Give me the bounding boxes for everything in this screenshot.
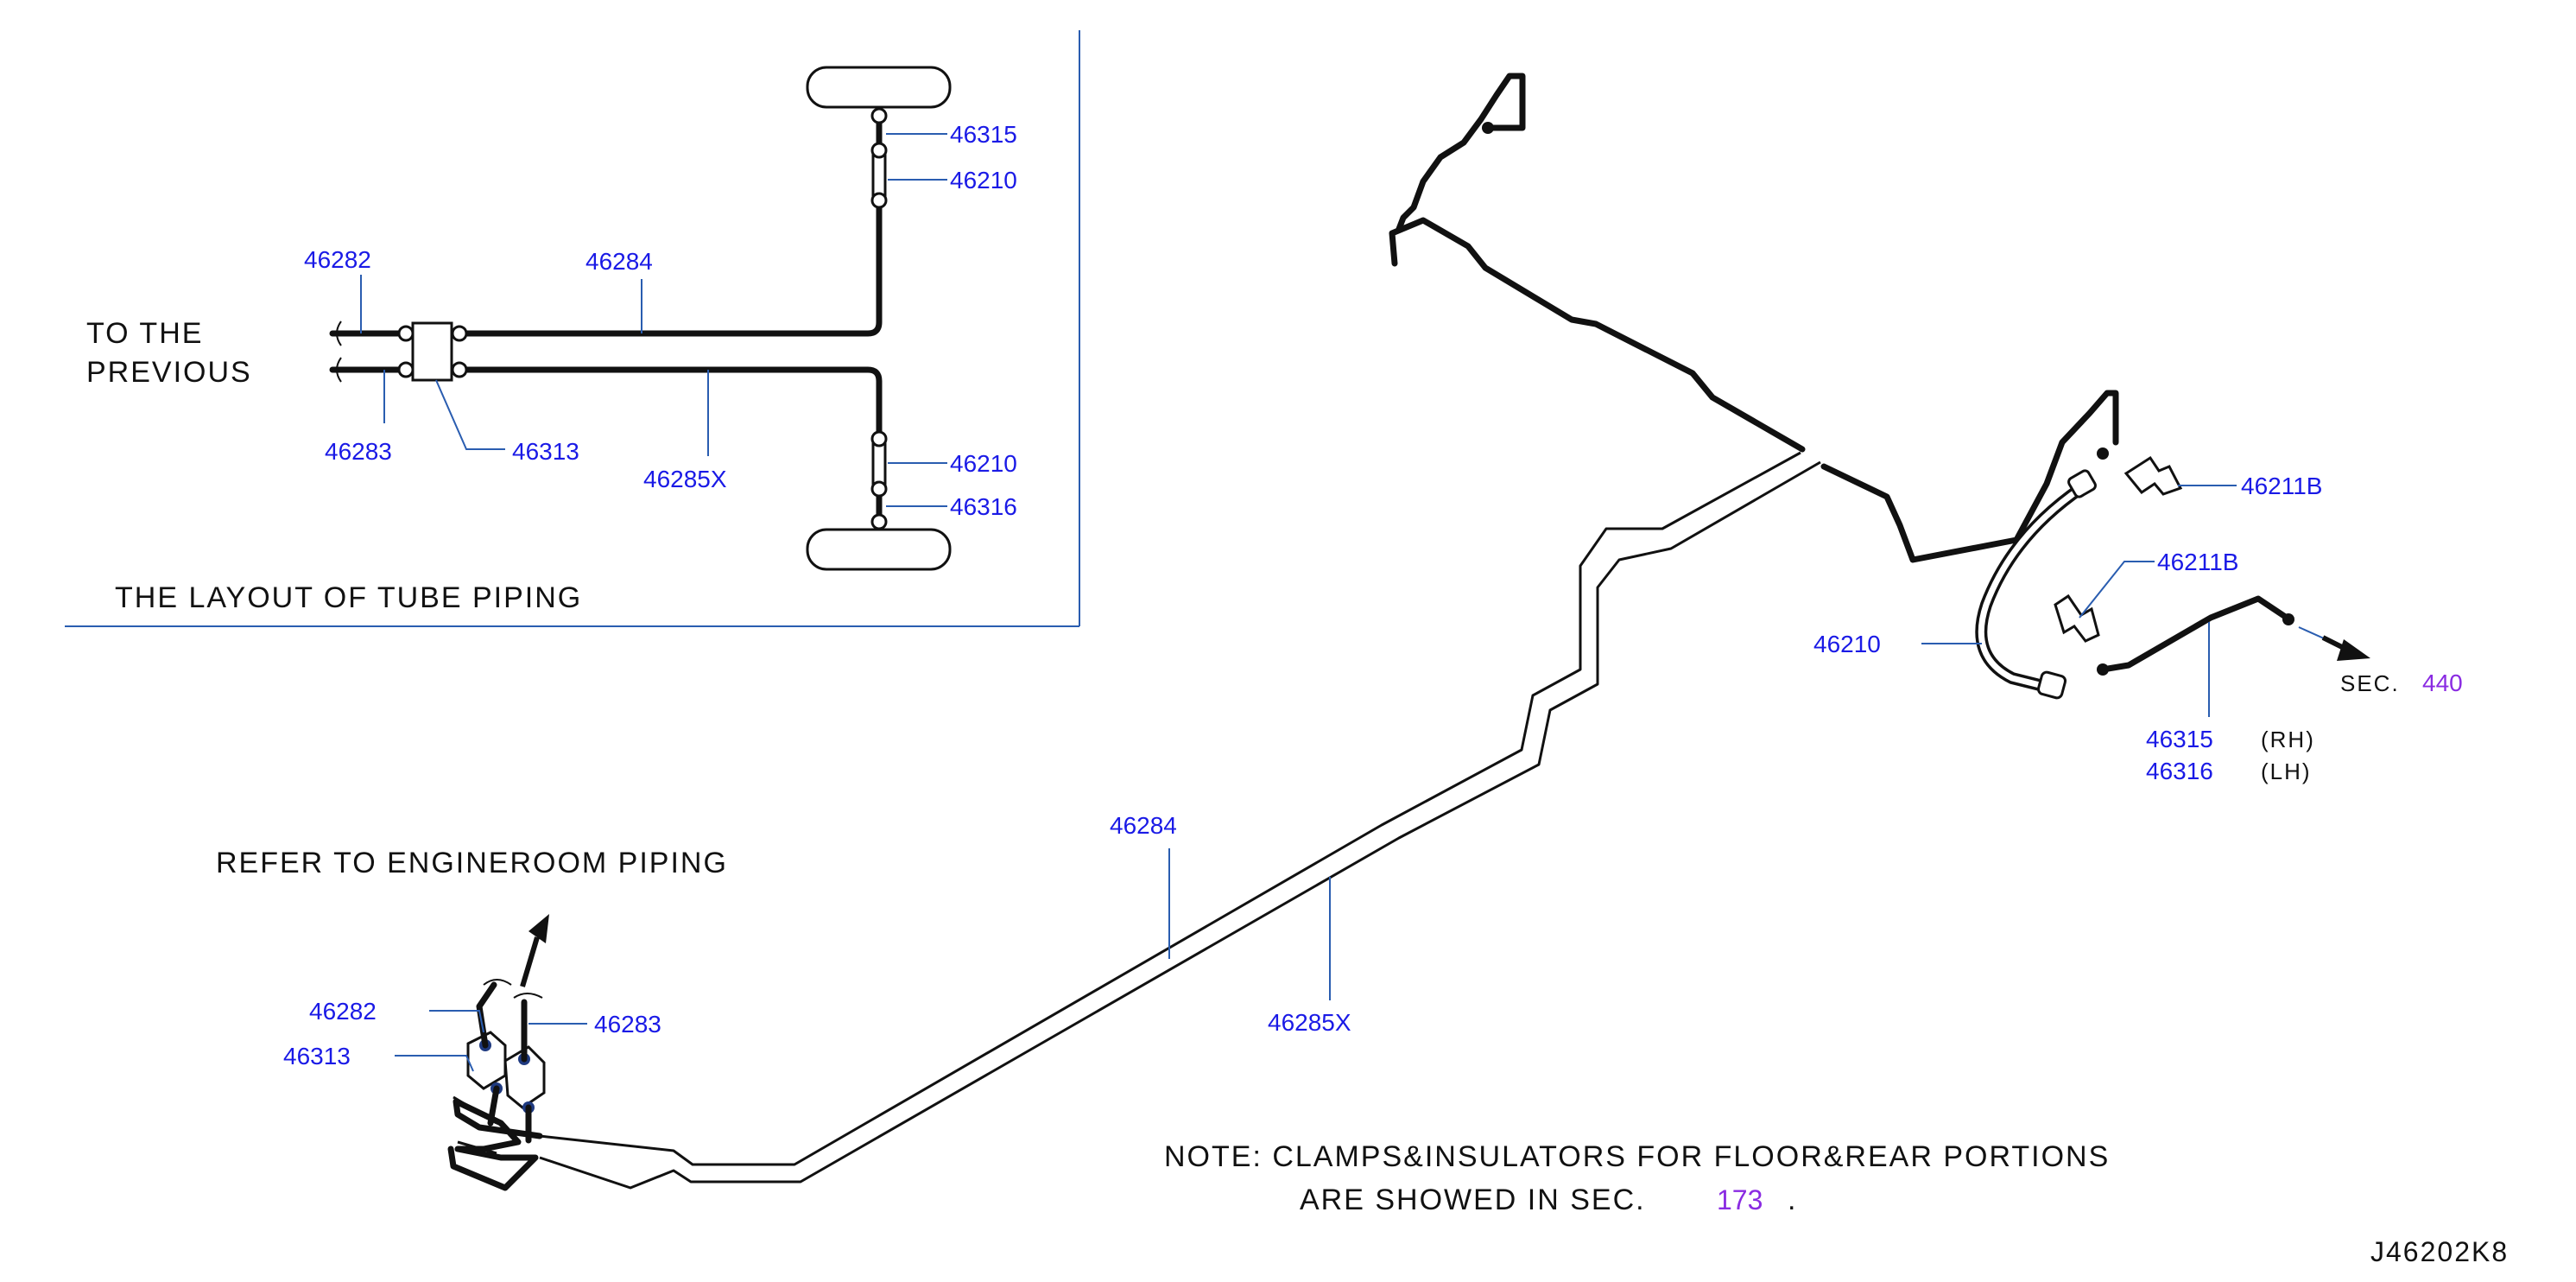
main-diagram: REFER TO ENGINEROOM PIPING 46282 46313 4… xyxy=(216,73,2509,1267)
inset-label-46210-top: 46210 xyxy=(950,167,1017,194)
inset-label-46315: 46315 xyxy=(950,121,1017,148)
label-46211b-top: 46211B xyxy=(2241,473,2322,499)
label-46282: 46282 xyxy=(309,998,377,1025)
inset-pipe-46284 xyxy=(456,112,883,337)
inset-label-46283: 46283 xyxy=(325,438,392,465)
drawing-id: J46202K8 xyxy=(2370,1236,2509,1267)
note-line1: NOTE: CLAMPS&INSULATORS FOR FLOOR&REAR P… xyxy=(1164,1140,2110,1173)
inset-pipe-46285x xyxy=(456,366,883,525)
inset-label-46316: 46316 xyxy=(950,493,1017,520)
inset-fitting xyxy=(451,325,468,342)
inset-label-46284: 46284 xyxy=(585,248,653,275)
inset-to-previous-line1: TO THE xyxy=(86,317,203,350)
note-line2: ARE SHOWED IN SEC. xyxy=(1300,1184,1646,1216)
inset-panel: TO THE PREVIOUS 46282 46283 46313 46284 … xyxy=(65,30,1080,627)
engine-room-arrow xyxy=(520,936,540,987)
inset-fitting xyxy=(870,513,888,530)
inset-fitting xyxy=(870,142,888,159)
pipe-right-upper xyxy=(1820,390,2119,563)
inset-wheel-bottom xyxy=(806,528,952,571)
inset-fitting xyxy=(870,192,888,209)
inset-pipe-break xyxy=(336,320,342,383)
tube-46315-46316 xyxy=(2099,595,2290,673)
label-46285x: 46285X xyxy=(1268,1009,1351,1036)
pipe-end-fitting xyxy=(2097,663,2109,676)
hose-46210 xyxy=(1978,485,2085,690)
sec-173-link[interactable]: 173 xyxy=(1717,1184,1763,1215)
pipe-end-fitting xyxy=(2282,613,2294,625)
label-rh: (RH) xyxy=(2261,727,2315,752)
arrow-head-icon xyxy=(2337,639,2370,661)
pipe-lower-link xyxy=(487,1085,532,1144)
sec-prefix: SEC. xyxy=(2340,670,2400,696)
sec-440-link[interactable]: 440 xyxy=(2422,670,2463,696)
pipe-upper-run xyxy=(1389,217,1806,453)
inset-leader xyxy=(435,379,505,450)
inset-fitting xyxy=(870,480,888,498)
inset-label-46282: 46282 xyxy=(304,246,371,273)
inset-hose-46210-top xyxy=(871,152,887,200)
hose-end-fitting xyxy=(2067,469,2097,498)
leader xyxy=(429,1010,484,1033)
inset-label-46313: 46313 xyxy=(512,438,579,465)
inset-label-46285x: 46285X xyxy=(643,466,727,492)
pipe-end-fitting xyxy=(2097,447,2109,460)
inset-fitting xyxy=(870,430,888,447)
label-46211b-mid: 46211B xyxy=(2157,549,2238,575)
leader xyxy=(395,1055,474,1072)
note-period: . xyxy=(1788,1184,1797,1216)
inset-fitting xyxy=(451,361,468,378)
inset-title: THE LAYOUT OF TUBE PIPING xyxy=(115,581,582,614)
label-46210: 46210 xyxy=(1813,631,1881,657)
pipe-upper-run xyxy=(1396,73,1526,232)
arrow-head-icon xyxy=(528,914,549,943)
refer-engineroom-note: REFER TO ENGINEROOM PIPING xyxy=(216,847,728,879)
inset-label-46210-bottom: 46210 xyxy=(950,450,1017,477)
pipe-46284 xyxy=(539,451,1801,1166)
clip-46211b-top xyxy=(2123,455,2183,496)
label-46283: 46283 xyxy=(594,1011,661,1038)
label-46316: 46316 xyxy=(2146,758,2213,784)
inset-fitting xyxy=(397,361,415,378)
pipe-end-fitting xyxy=(1482,122,1494,134)
label-lh: (LH) xyxy=(2261,758,2312,784)
label-46284: 46284 xyxy=(1110,812,1177,839)
inset-fitting xyxy=(870,107,888,124)
inset-connector-46313 xyxy=(411,321,453,382)
hose-end-fitting xyxy=(2036,670,2067,700)
pipe-break xyxy=(483,979,543,999)
inset-fitting xyxy=(397,325,415,342)
inset-to-previous-line2: PREVIOUS xyxy=(86,356,252,389)
label-46313: 46313 xyxy=(283,1043,351,1069)
leader xyxy=(2079,561,2155,619)
clip-46211b-mid xyxy=(2054,593,2100,643)
inset-wheel-top xyxy=(806,66,952,109)
pipe-46285x xyxy=(539,460,1821,1190)
connector-46313 xyxy=(503,1045,546,1109)
label-46315: 46315 xyxy=(2146,726,2213,752)
